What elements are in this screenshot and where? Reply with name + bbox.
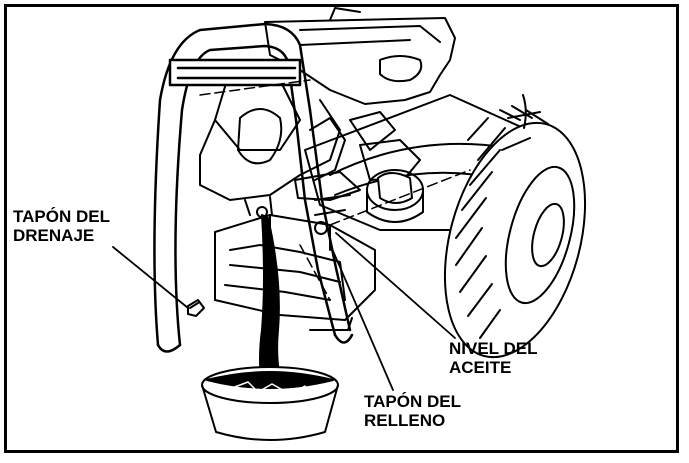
fill-plug-label-line1: TAPÓN DEL	[364, 392, 461, 411]
drain-plug-label-line2: DRENAJE	[13, 226, 95, 245]
crankcase-base	[214, 214, 376, 331]
callout-leaders	[112, 232, 456, 391]
oil-catch-pan	[201, 366, 339, 441]
fill-plug-label-line2: RELLENO	[364, 411, 446, 430]
oil-stream	[259, 214, 283, 389]
drain-plug-label-line1: TAPÓN DEL	[13, 207, 110, 226]
drain-plug-label: TAPÓN DEL DRENAJE	[13, 207, 110, 245]
dashed-leader-lines	[199, 79, 471, 301]
tire-wheel	[443, 94, 587, 359]
drain-plug-icon	[187, 299, 205, 317]
engine-body	[199, 7, 456, 235]
handle-frame	[153, 22, 354, 353]
axle-hub	[377, 172, 413, 204]
fill-plug-label: TAPÓN DEL RELLENO	[364, 392, 461, 430]
oil-level-label: NIVEL DEL ACEITE	[449, 339, 537, 377]
oil-level-label-line1: NIVEL DEL	[449, 339, 538, 358]
oil-level-label-line2: ACEITE	[449, 358, 512, 377]
